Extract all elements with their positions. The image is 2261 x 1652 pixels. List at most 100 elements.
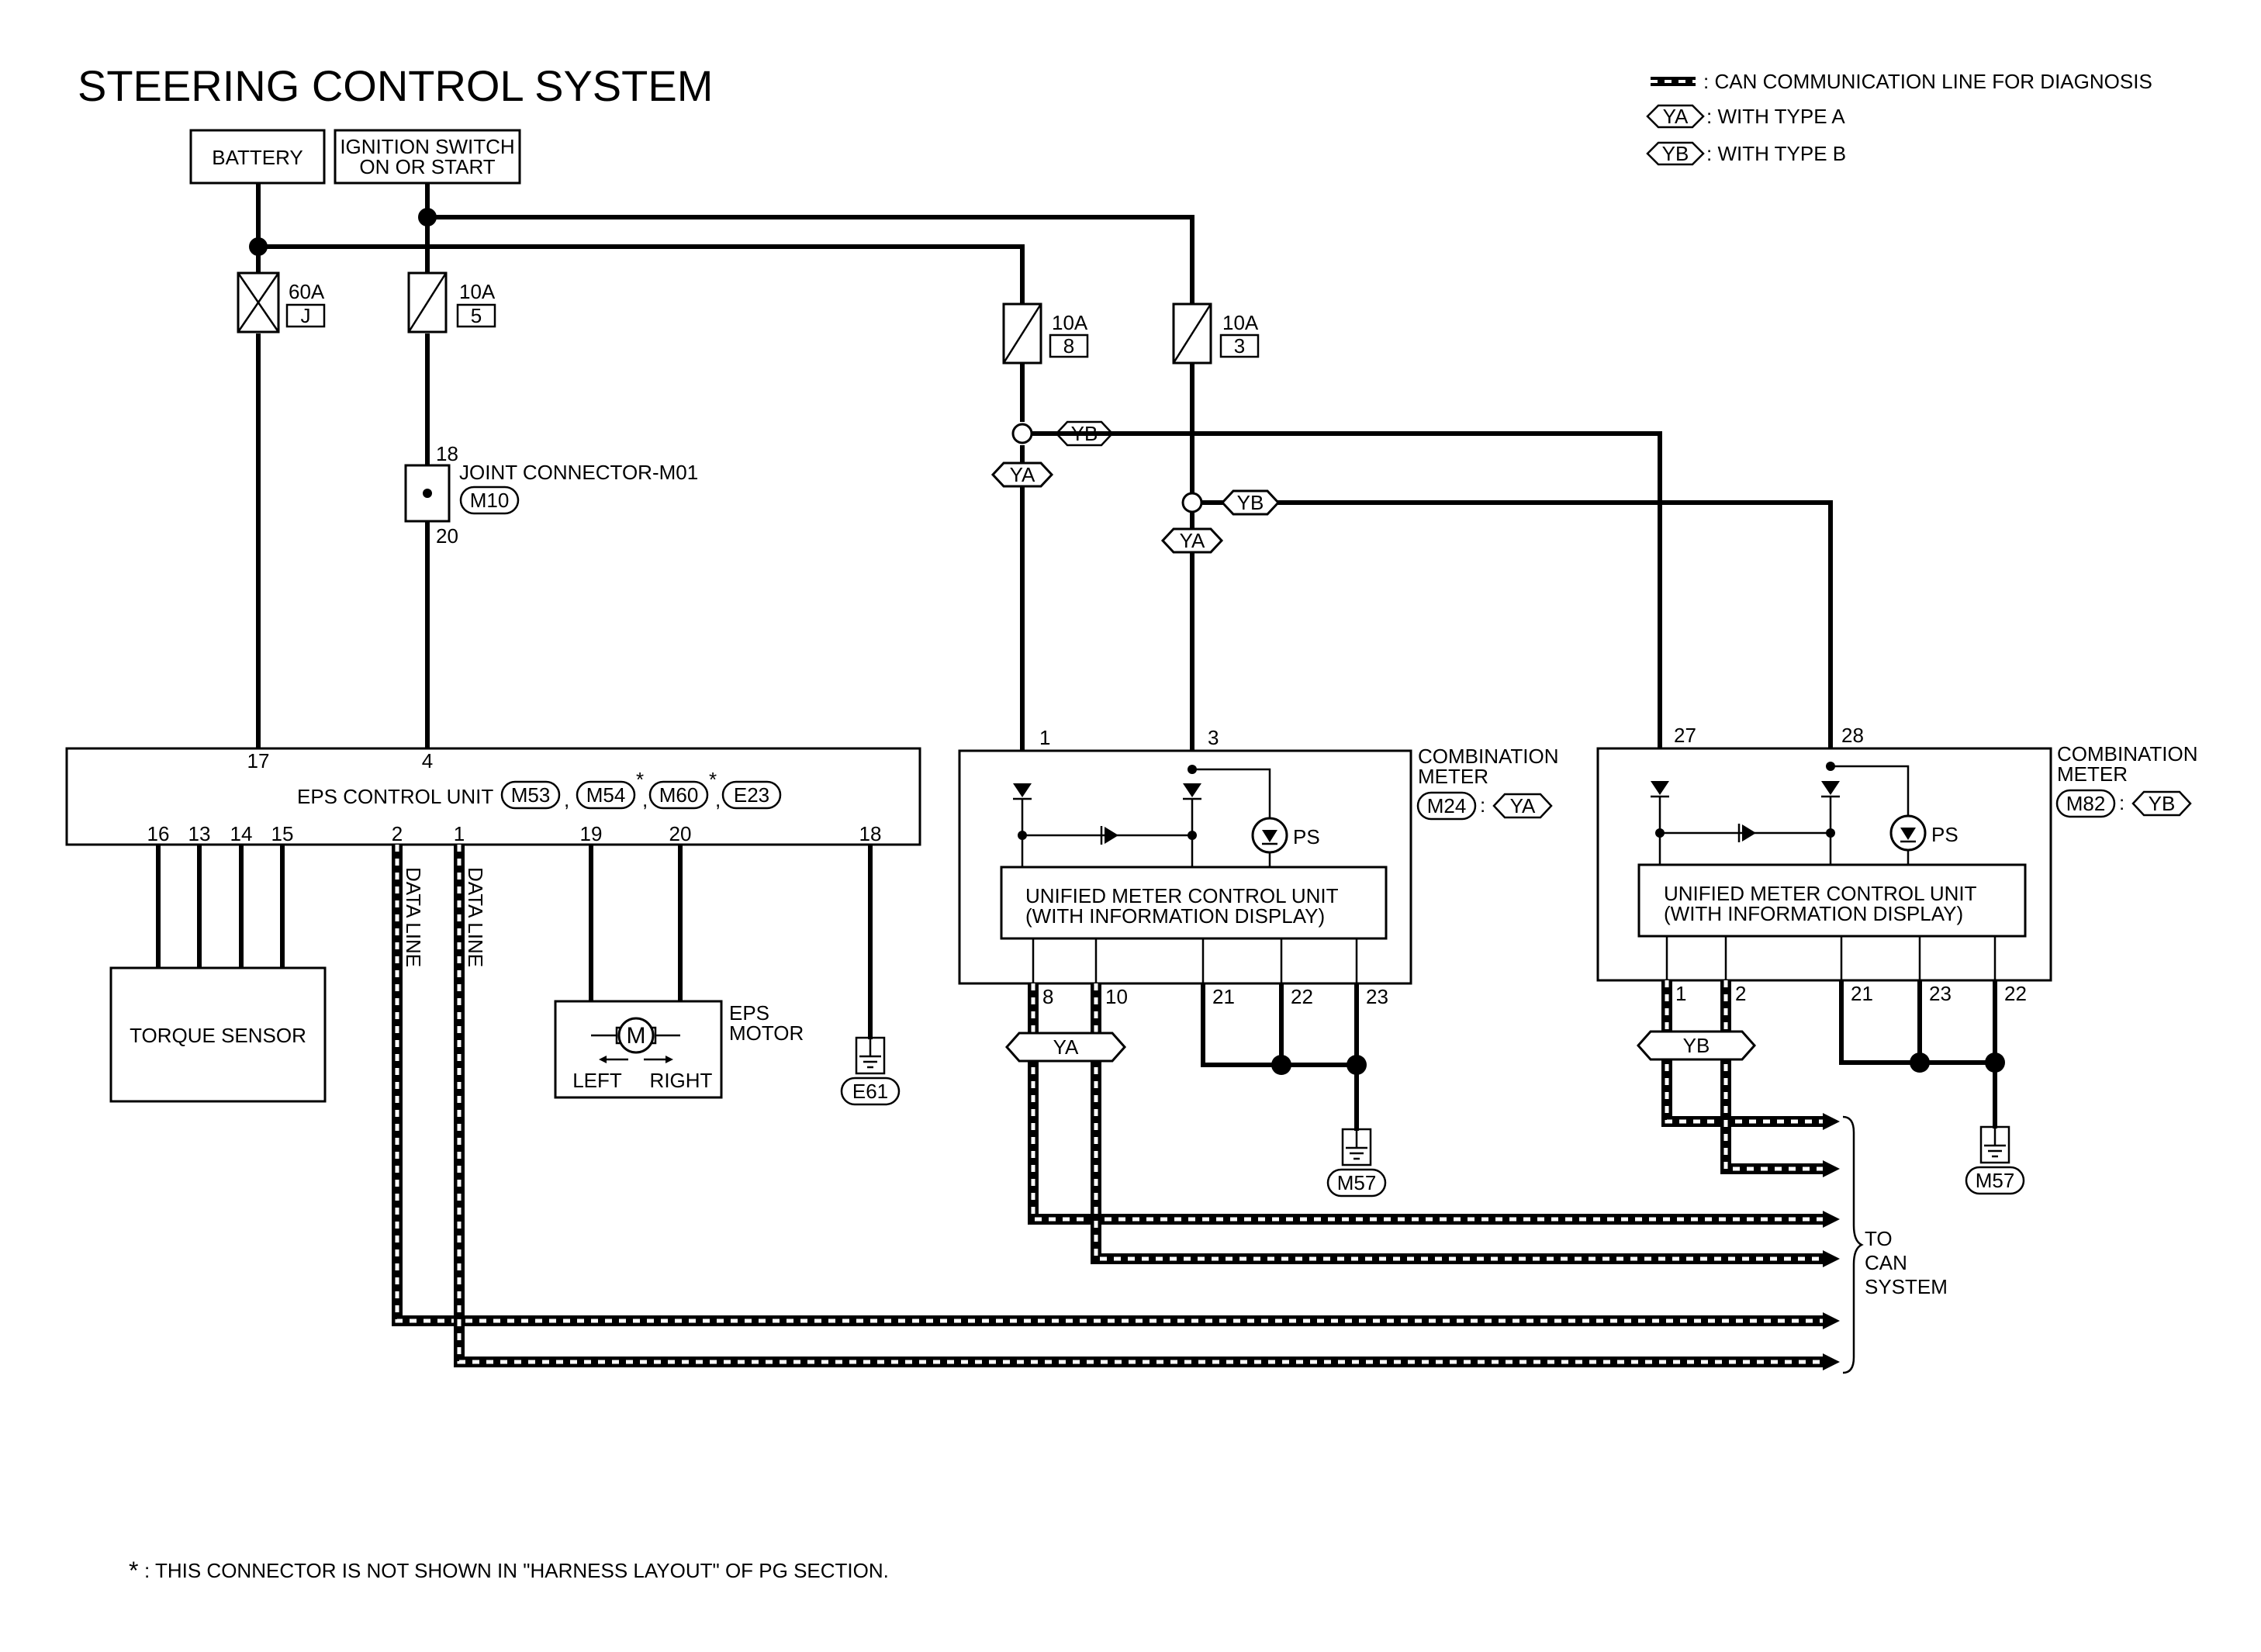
torque-sensor xyxy=(109,966,327,1103)
meter-b-ground-wires xyxy=(1839,980,2005,1128)
svg-text:10: 10 xyxy=(1105,985,1128,1008)
ground-e61: E61 xyxy=(840,1036,901,1106)
svg-text:(WITH INFORMATION DISPLAY): (WITH INFORMATION DISPLAY) xyxy=(1025,904,1325,928)
svg-text:22: 22 xyxy=(2004,982,2027,1005)
can-system-brace xyxy=(1842,1115,1864,1374)
svg-text:YA: YA xyxy=(1180,529,1205,552)
svg-text:1: 1 xyxy=(454,822,465,845)
svg-text:YA: YA xyxy=(1053,1035,1079,1059)
legend-ya-tag-text: YA xyxy=(1663,105,1689,128)
svg-text:LEFT: LEFT xyxy=(572,1069,622,1092)
svg-text:20: 20 xyxy=(669,822,692,845)
ignition-switch-box xyxy=(334,129,521,185)
svg-text:23: 23 xyxy=(1929,982,1952,1005)
svg-text:E23: E23 xyxy=(734,783,769,807)
svg-text:28: 28 xyxy=(1841,724,1864,747)
page-title: STEERING CONTROL SYSTEM xyxy=(78,61,713,110)
meter-a-ground-wires xyxy=(1201,983,1367,1131)
torque-sensor-wires xyxy=(156,845,285,968)
svg-text:(WITH INFORMATION DISPLAY): (WITH INFORMATION DISPLAY) xyxy=(1664,902,1963,925)
svg-text:PS: PS xyxy=(1931,823,1958,846)
to-can-line-3: SYSTEM xyxy=(1865,1275,1948,1298)
svg-text:14: 14 xyxy=(230,822,253,845)
svg-text:8: 8 xyxy=(1063,334,1074,358)
eps-motor-label-1: EPS xyxy=(729,1001,769,1025)
meter-a-label-2: METER xyxy=(1418,765,1488,788)
svg-text:M54: M54 xyxy=(586,783,626,807)
joint-connector: 18 20 JOINT CONNECTOR-M01 M10 xyxy=(404,442,698,548)
svg-text:YB: YB xyxy=(2149,792,2176,815)
legend-type-b-text: : WITH TYPE B xyxy=(1706,142,1846,165)
svg-text::: : xyxy=(1480,793,1485,817)
svg-text::: : xyxy=(2119,791,2124,814)
meter-b-label-1: COMBINATION xyxy=(2057,742,2198,766)
svg-text:2: 2 xyxy=(392,822,403,845)
svg-text:19: 19 xyxy=(580,822,603,845)
torque-sensor-label: TORQUE SENSOR xyxy=(130,1024,306,1047)
meter-a-internals: PS xyxy=(1013,765,1320,867)
supply-wires xyxy=(256,183,1833,776)
svg-text:13: 13 xyxy=(188,822,211,845)
to-can-line-2: CAN xyxy=(1865,1251,1907,1274)
ignition-splice xyxy=(418,208,437,226)
svg-text:PS: PS xyxy=(1293,825,1320,848)
svg-text:M57: M57 xyxy=(1337,1171,1377,1194)
eps-connectors: M53 , M54 * , M60 * , E23 xyxy=(500,768,782,811)
meter-b-control-unit xyxy=(1637,863,2027,938)
svg-text:*: * xyxy=(636,768,644,791)
svg-text:UNIFIED METER CONTROL UNIT: UNIFIED METER CONTROL UNIT xyxy=(1025,884,1339,907)
battery-label: BATTERY xyxy=(212,146,303,169)
svg-text:2: 2 xyxy=(1735,982,1746,1005)
svg-text:10A: 10A xyxy=(459,280,496,303)
svg-text:18: 18 xyxy=(859,822,882,845)
ya-yb-split-b xyxy=(1181,492,1203,513)
meter-a-label-1: COMBINATION xyxy=(1418,745,1559,768)
svg-text:17: 17 xyxy=(247,749,270,772)
svg-text:10A: 10A xyxy=(1222,311,1259,334)
svg-text:YB: YB xyxy=(1071,422,1098,445)
meter-b-internals: PS xyxy=(1651,762,1958,865)
data-line-label-2: DATA LINE xyxy=(402,867,425,967)
svg-text:RIGHT: RIGHT xyxy=(650,1069,713,1092)
svg-text:M82: M82 xyxy=(2066,792,2106,815)
svg-text:3: 3 xyxy=(1208,726,1219,749)
svg-text:M57: M57 xyxy=(1976,1169,2015,1192)
legend-yb-tag xyxy=(1646,141,1705,166)
fuse-10a-8: 10A 8 xyxy=(1002,302,1089,365)
fuse-10a-3: 10A 3 xyxy=(1172,302,1260,365)
svg-text:E61: E61 xyxy=(852,1080,888,1103)
legend-yb-tag-text: YB xyxy=(1662,142,1689,165)
svg-text:YA: YA xyxy=(1510,794,1536,817)
eps-control-unit xyxy=(65,747,921,846)
svg-text:,: , xyxy=(715,788,721,811)
svg-text:1: 1 xyxy=(1675,982,1686,1005)
ya-tag-meter-a xyxy=(1004,1032,1127,1063)
yb-tag-1 xyxy=(1055,420,1114,447)
yb-tag-2 xyxy=(1220,489,1281,516)
svg-text:23: 23 xyxy=(1366,985,1388,1008)
eps-motor-label-2: MOTOR xyxy=(729,1021,804,1045)
meter-a-bottom-wires xyxy=(1032,938,1358,983)
ignition-switch-label-1: IGNITION SWITCH xyxy=(340,135,514,158)
battery-box xyxy=(189,129,326,185)
svg-text:,: , xyxy=(564,788,569,811)
meter-b-bottom-wires xyxy=(1665,936,1997,980)
svg-text:20: 20 xyxy=(436,524,458,548)
svg-text:YA: YA xyxy=(1010,463,1035,486)
ground-m57-b: M57 xyxy=(1965,1125,2025,1195)
svg-text:M24: M24 xyxy=(1427,794,1467,817)
eps-can-lines xyxy=(392,845,1840,1370)
ya-tag-1 xyxy=(990,461,1054,488)
svg-text:22: 22 xyxy=(1291,985,1313,1008)
svg-text:10A: 10A xyxy=(1052,311,1088,334)
svg-text:YB: YB xyxy=(1683,1034,1710,1057)
svg-text:18: 18 xyxy=(436,442,458,465)
svg-text:M10: M10 xyxy=(470,489,510,512)
meter-a-control-unit xyxy=(1000,866,1388,940)
ignition-switch-label-2: ON OR START xyxy=(359,155,495,178)
footnote: : THIS CONNECTOR IS NOT SHOWN IN "HARNES… xyxy=(144,1559,889,1582)
legend-type-a-text: : WITH TYPE A xyxy=(1706,105,1845,128)
legend: : CAN COMMUNICATION LINE FOR DIAGNOSIS Y… xyxy=(1646,70,2152,166)
legend-can-line-text: : CAN COMMUNICATION LINE FOR DIAGNOSIS xyxy=(1703,70,2152,93)
svg-text:M: M xyxy=(627,1023,646,1049)
